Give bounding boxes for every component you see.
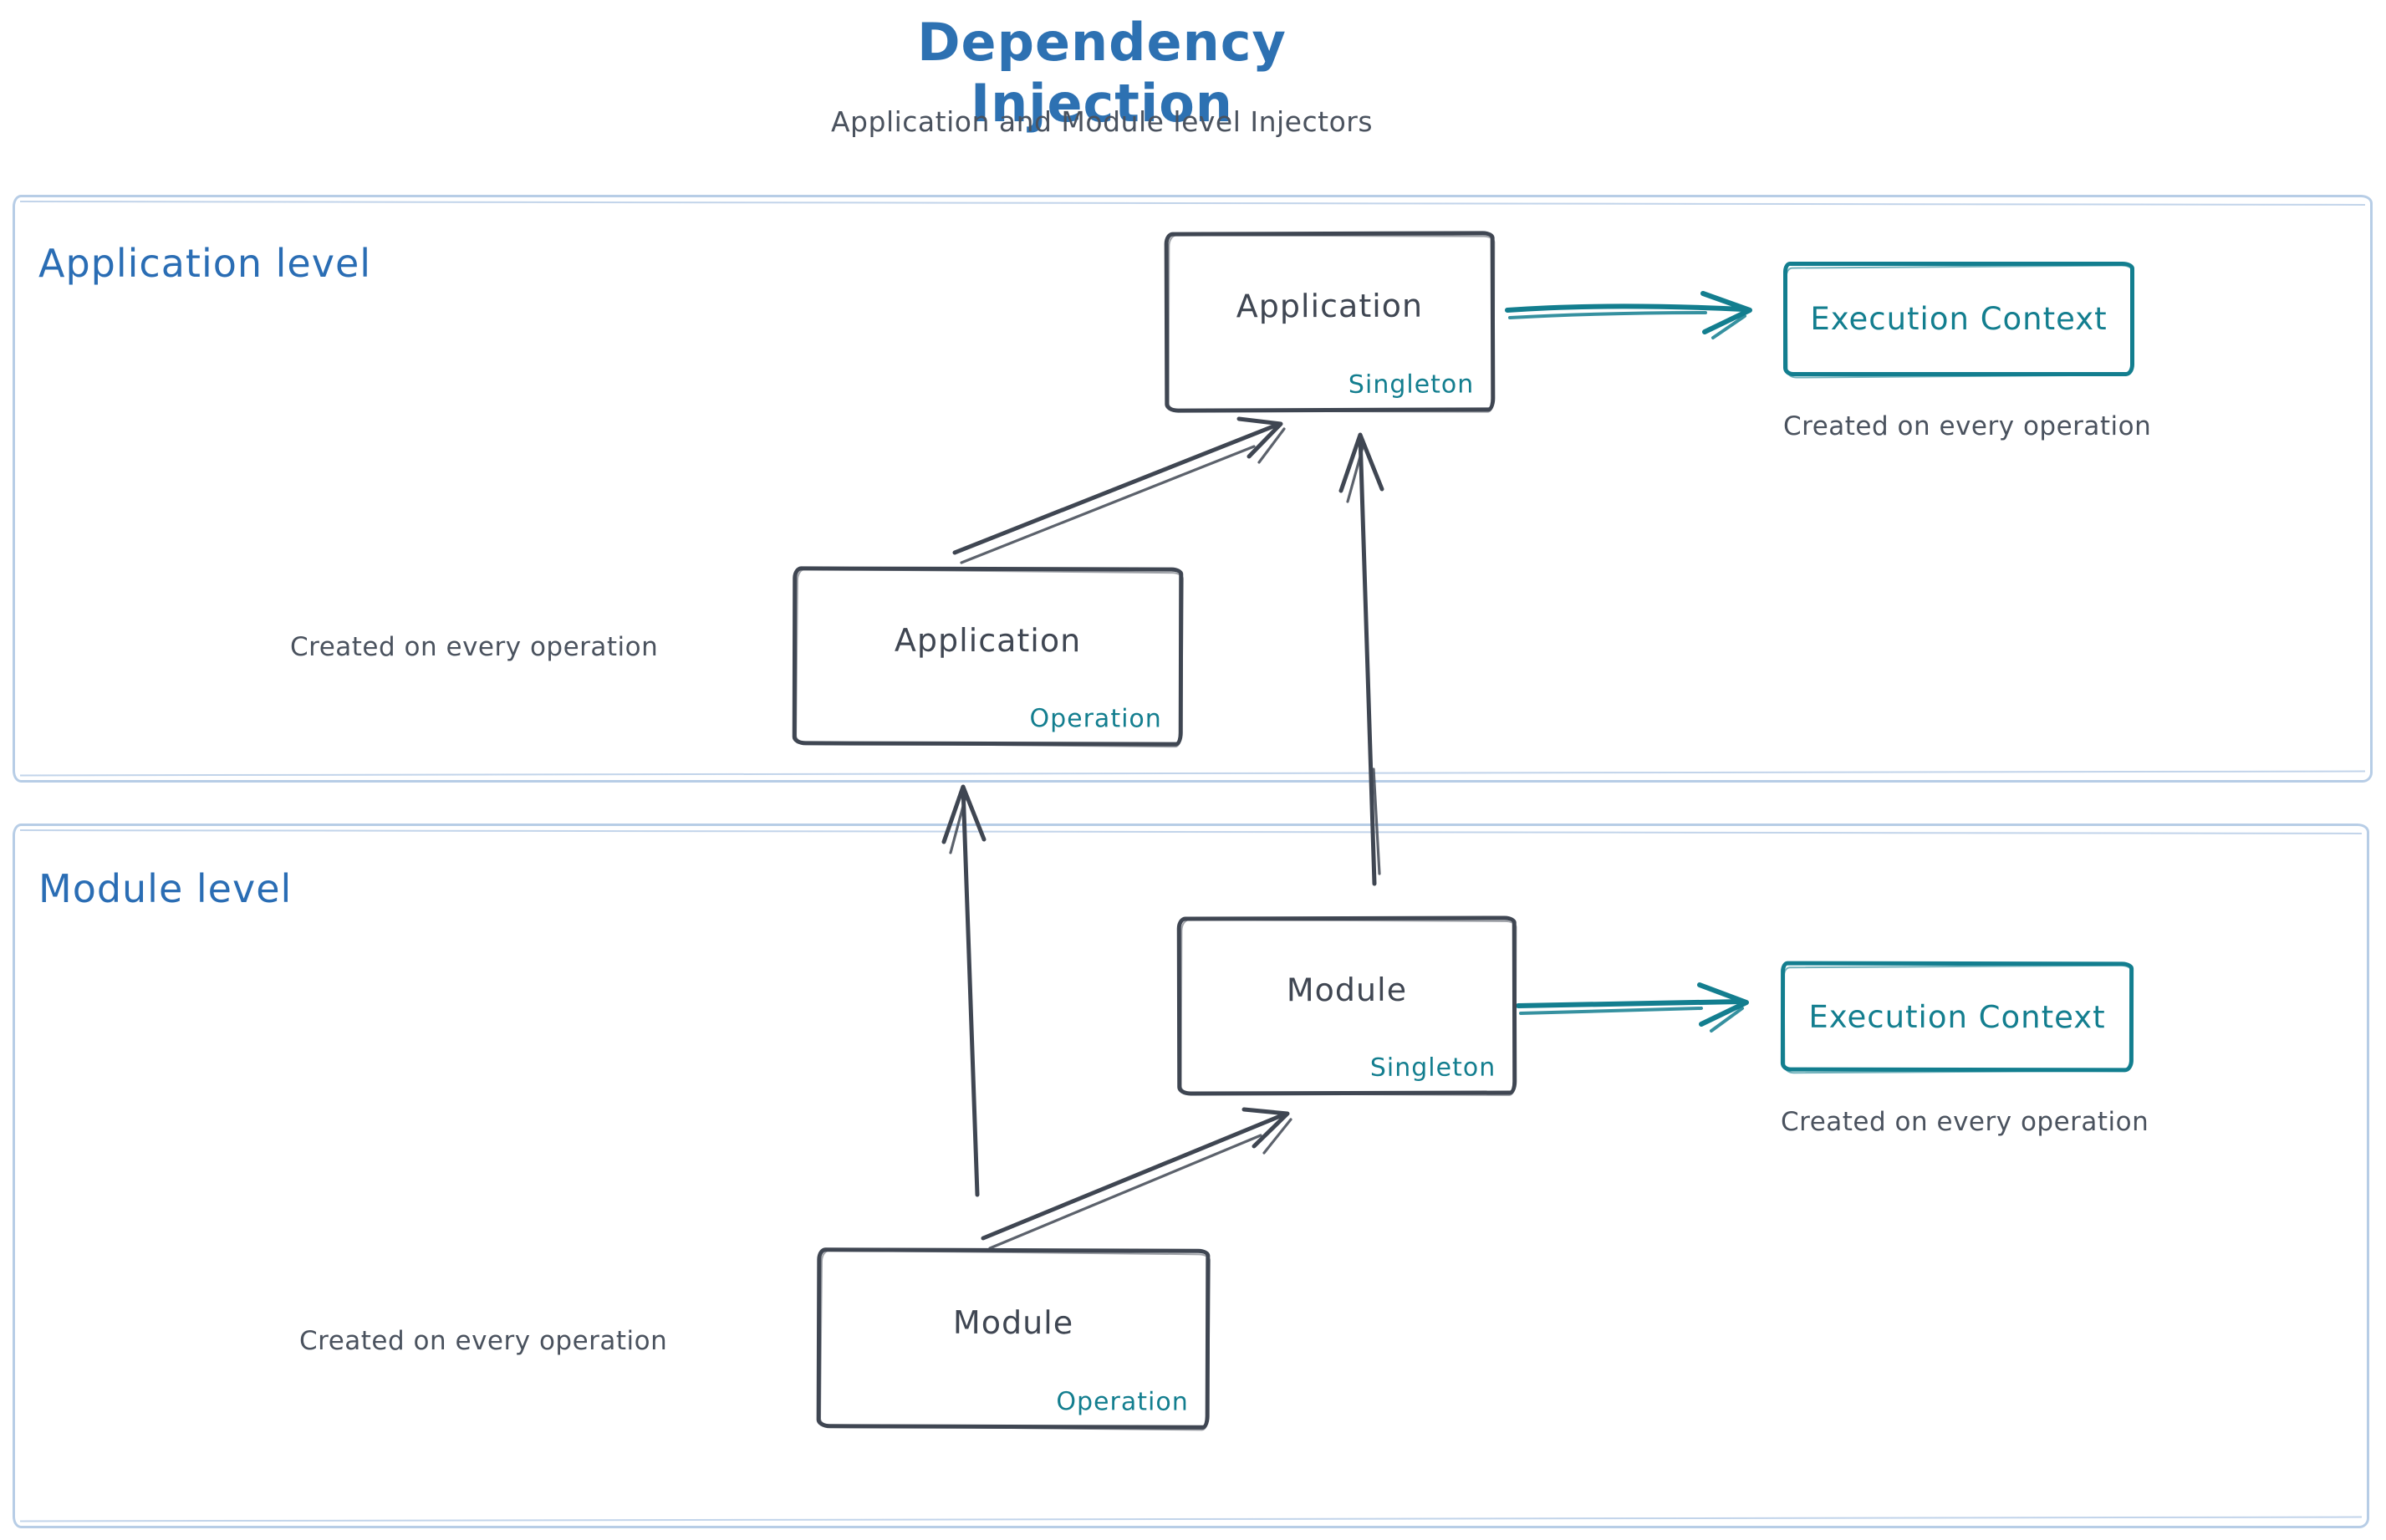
application-level-label: Application level [38,241,372,286]
node-module-operation-name: Module [952,1303,1074,1342]
node-application-singleton-name: Application [1236,287,1424,325]
execution-context-module-label: Execution Context [1808,998,2106,1035]
execution-context-module-caption: Created on every operation [1781,1107,2149,1137]
arrow-module-singleton-to-app-singleton [1338,432,1384,886]
module-level-frame: Module level [13,824,2369,1528]
arrow-module-operation-to-app-operation [941,784,987,1197]
node-module-singleton-scope: Singleton [1369,1053,1496,1083]
execution-context-application: Execution Context [1783,262,2134,376]
node-application-singleton: Application Singleton [1164,231,1496,413]
execution-context-application-label: Execution Context [1810,301,2108,337]
application-operation-note: Created on every operation [290,632,659,662]
diagram-subtitle: Application and Module level Injectors [830,105,1374,138]
node-application-operation: Application Operation [792,566,1184,747]
node-application-operation-scope: Operation [1029,704,1162,734]
diagram-title: Dependency Injection [917,12,1287,134]
arrow-module-operation-to-module-singleton [981,1107,1292,1250]
application-level-frame: Application level [13,195,2373,783]
arrow-app-singleton-to-execution-context [1505,291,1752,339]
execution-context-application-caption: Created on every operation [1783,411,2152,441]
node-application-singleton-scope: Singleton [1348,370,1475,400]
arrow-app-operation-to-app-singleton [952,416,1286,564]
node-module-singleton: Module Singleton [1176,915,1517,1096]
node-module-singleton-name: Module [1286,971,1408,1009]
module-operation-note: Created on every operation [299,1326,668,1356]
node-module-operation: Module Operation [816,1247,1211,1430]
node-application-operation-name: Application [894,621,1082,660]
execution-context-module: Execution Context [1780,961,2134,1073]
arrow-module-singleton-to-execution-context [1516,982,1749,1033]
module-level-label: Module level [38,866,293,911]
node-module-operation-scope: Operation [1056,1387,1189,1417]
